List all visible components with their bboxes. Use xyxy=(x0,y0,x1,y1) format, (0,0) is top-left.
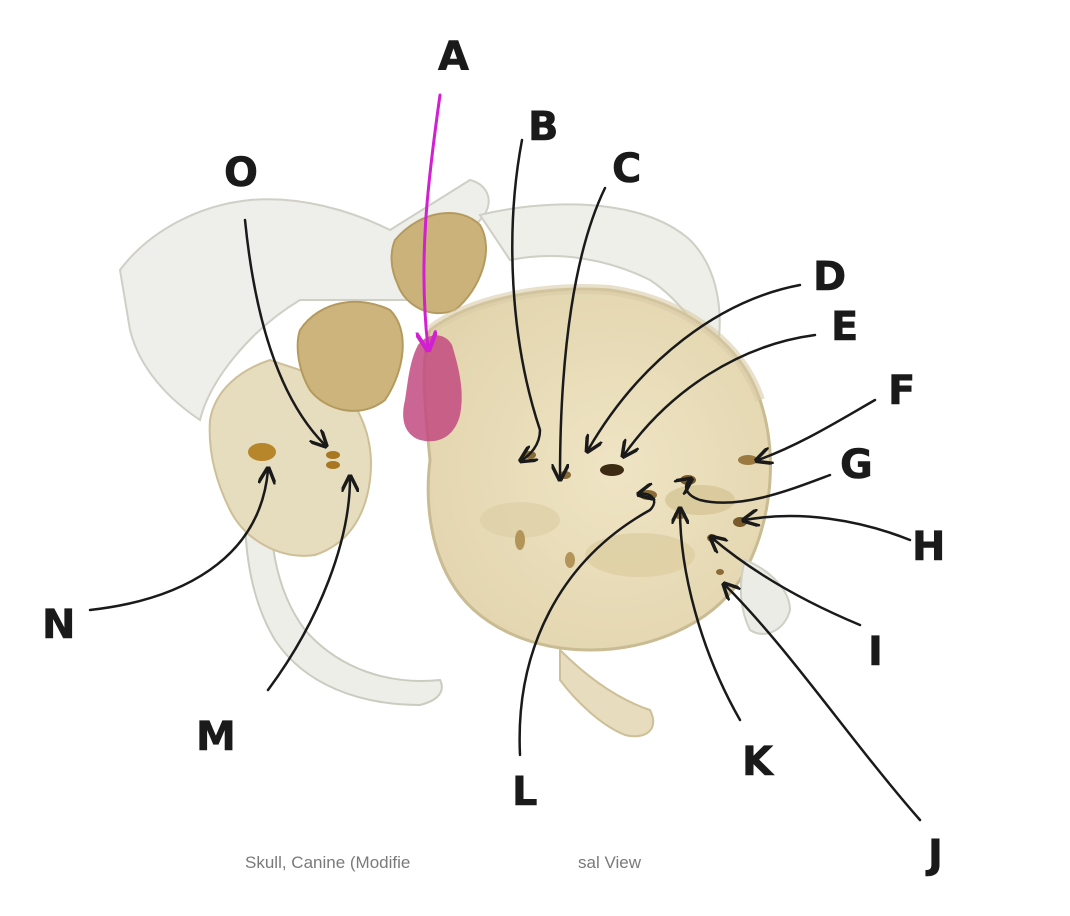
foramen-hole xyxy=(515,530,525,550)
foramen-hole xyxy=(565,552,575,568)
letter-labels: A B C D E F G H I J K L M N O xyxy=(42,34,946,879)
leader-line-k xyxy=(680,510,742,722)
leader-line-e xyxy=(624,333,817,455)
leader-line-f xyxy=(758,398,877,460)
left-bony-mass xyxy=(208,358,372,557)
foramen-hole xyxy=(326,461,340,469)
leader-line-j xyxy=(725,585,922,822)
label-g: G xyxy=(840,442,873,488)
leader-line-d xyxy=(588,283,802,450)
leader-line-i xyxy=(712,538,862,627)
leader-line-l xyxy=(518,494,655,757)
label-h: H xyxy=(912,524,945,570)
label-l: L xyxy=(512,769,538,815)
sinus-left xyxy=(296,300,404,412)
caption: Skull, Canine (Modifie sal View xyxy=(245,853,642,872)
caption-right: sal View xyxy=(578,853,642,872)
leader-line-m xyxy=(266,478,350,692)
foramen-hole xyxy=(248,443,276,461)
leader-line-a xyxy=(424,93,442,348)
leader-lines xyxy=(88,93,922,822)
zygomatic-arch xyxy=(244,468,443,707)
leader-line-h xyxy=(745,516,912,542)
leader-line-b xyxy=(511,138,542,460)
highlighted-region xyxy=(403,335,462,442)
label-k: K xyxy=(742,739,775,785)
label-n: N xyxy=(42,602,75,648)
leader-line-n xyxy=(88,470,268,612)
foramen-hole xyxy=(600,464,624,476)
leader-line-g xyxy=(686,473,832,504)
label-f: F xyxy=(888,368,915,414)
label-o: O xyxy=(224,150,258,196)
floor-ridge-1 xyxy=(480,502,560,538)
foramen-hole xyxy=(326,451,340,459)
foramen-hole xyxy=(733,517,747,527)
label-c: C xyxy=(612,146,641,192)
leader-line-o xyxy=(243,218,325,445)
leader-line-c xyxy=(560,186,607,478)
label-i: I xyxy=(868,629,883,675)
right-process xyxy=(739,558,792,635)
lower-flange xyxy=(559,647,655,738)
foramen-hole xyxy=(738,455,758,465)
label-b: B xyxy=(528,104,559,150)
cavity-rim xyxy=(427,284,765,402)
label-d: D xyxy=(813,254,846,300)
floor-ridge-2 xyxy=(585,533,695,577)
caption-left: Skull, Canine (Modifie xyxy=(245,853,410,872)
label-m: M xyxy=(196,714,236,760)
label-e: E xyxy=(831,304,858,350)
label-a: A xyxy=(438,34,469,80)
sinus-right xyxy=(390,212,487,315)
label-j: J xyxy=(925,832,943,878)
skull-image xyxy=(118,178,792,738)
foramen-hole xyxy=(716,569,724,575)
